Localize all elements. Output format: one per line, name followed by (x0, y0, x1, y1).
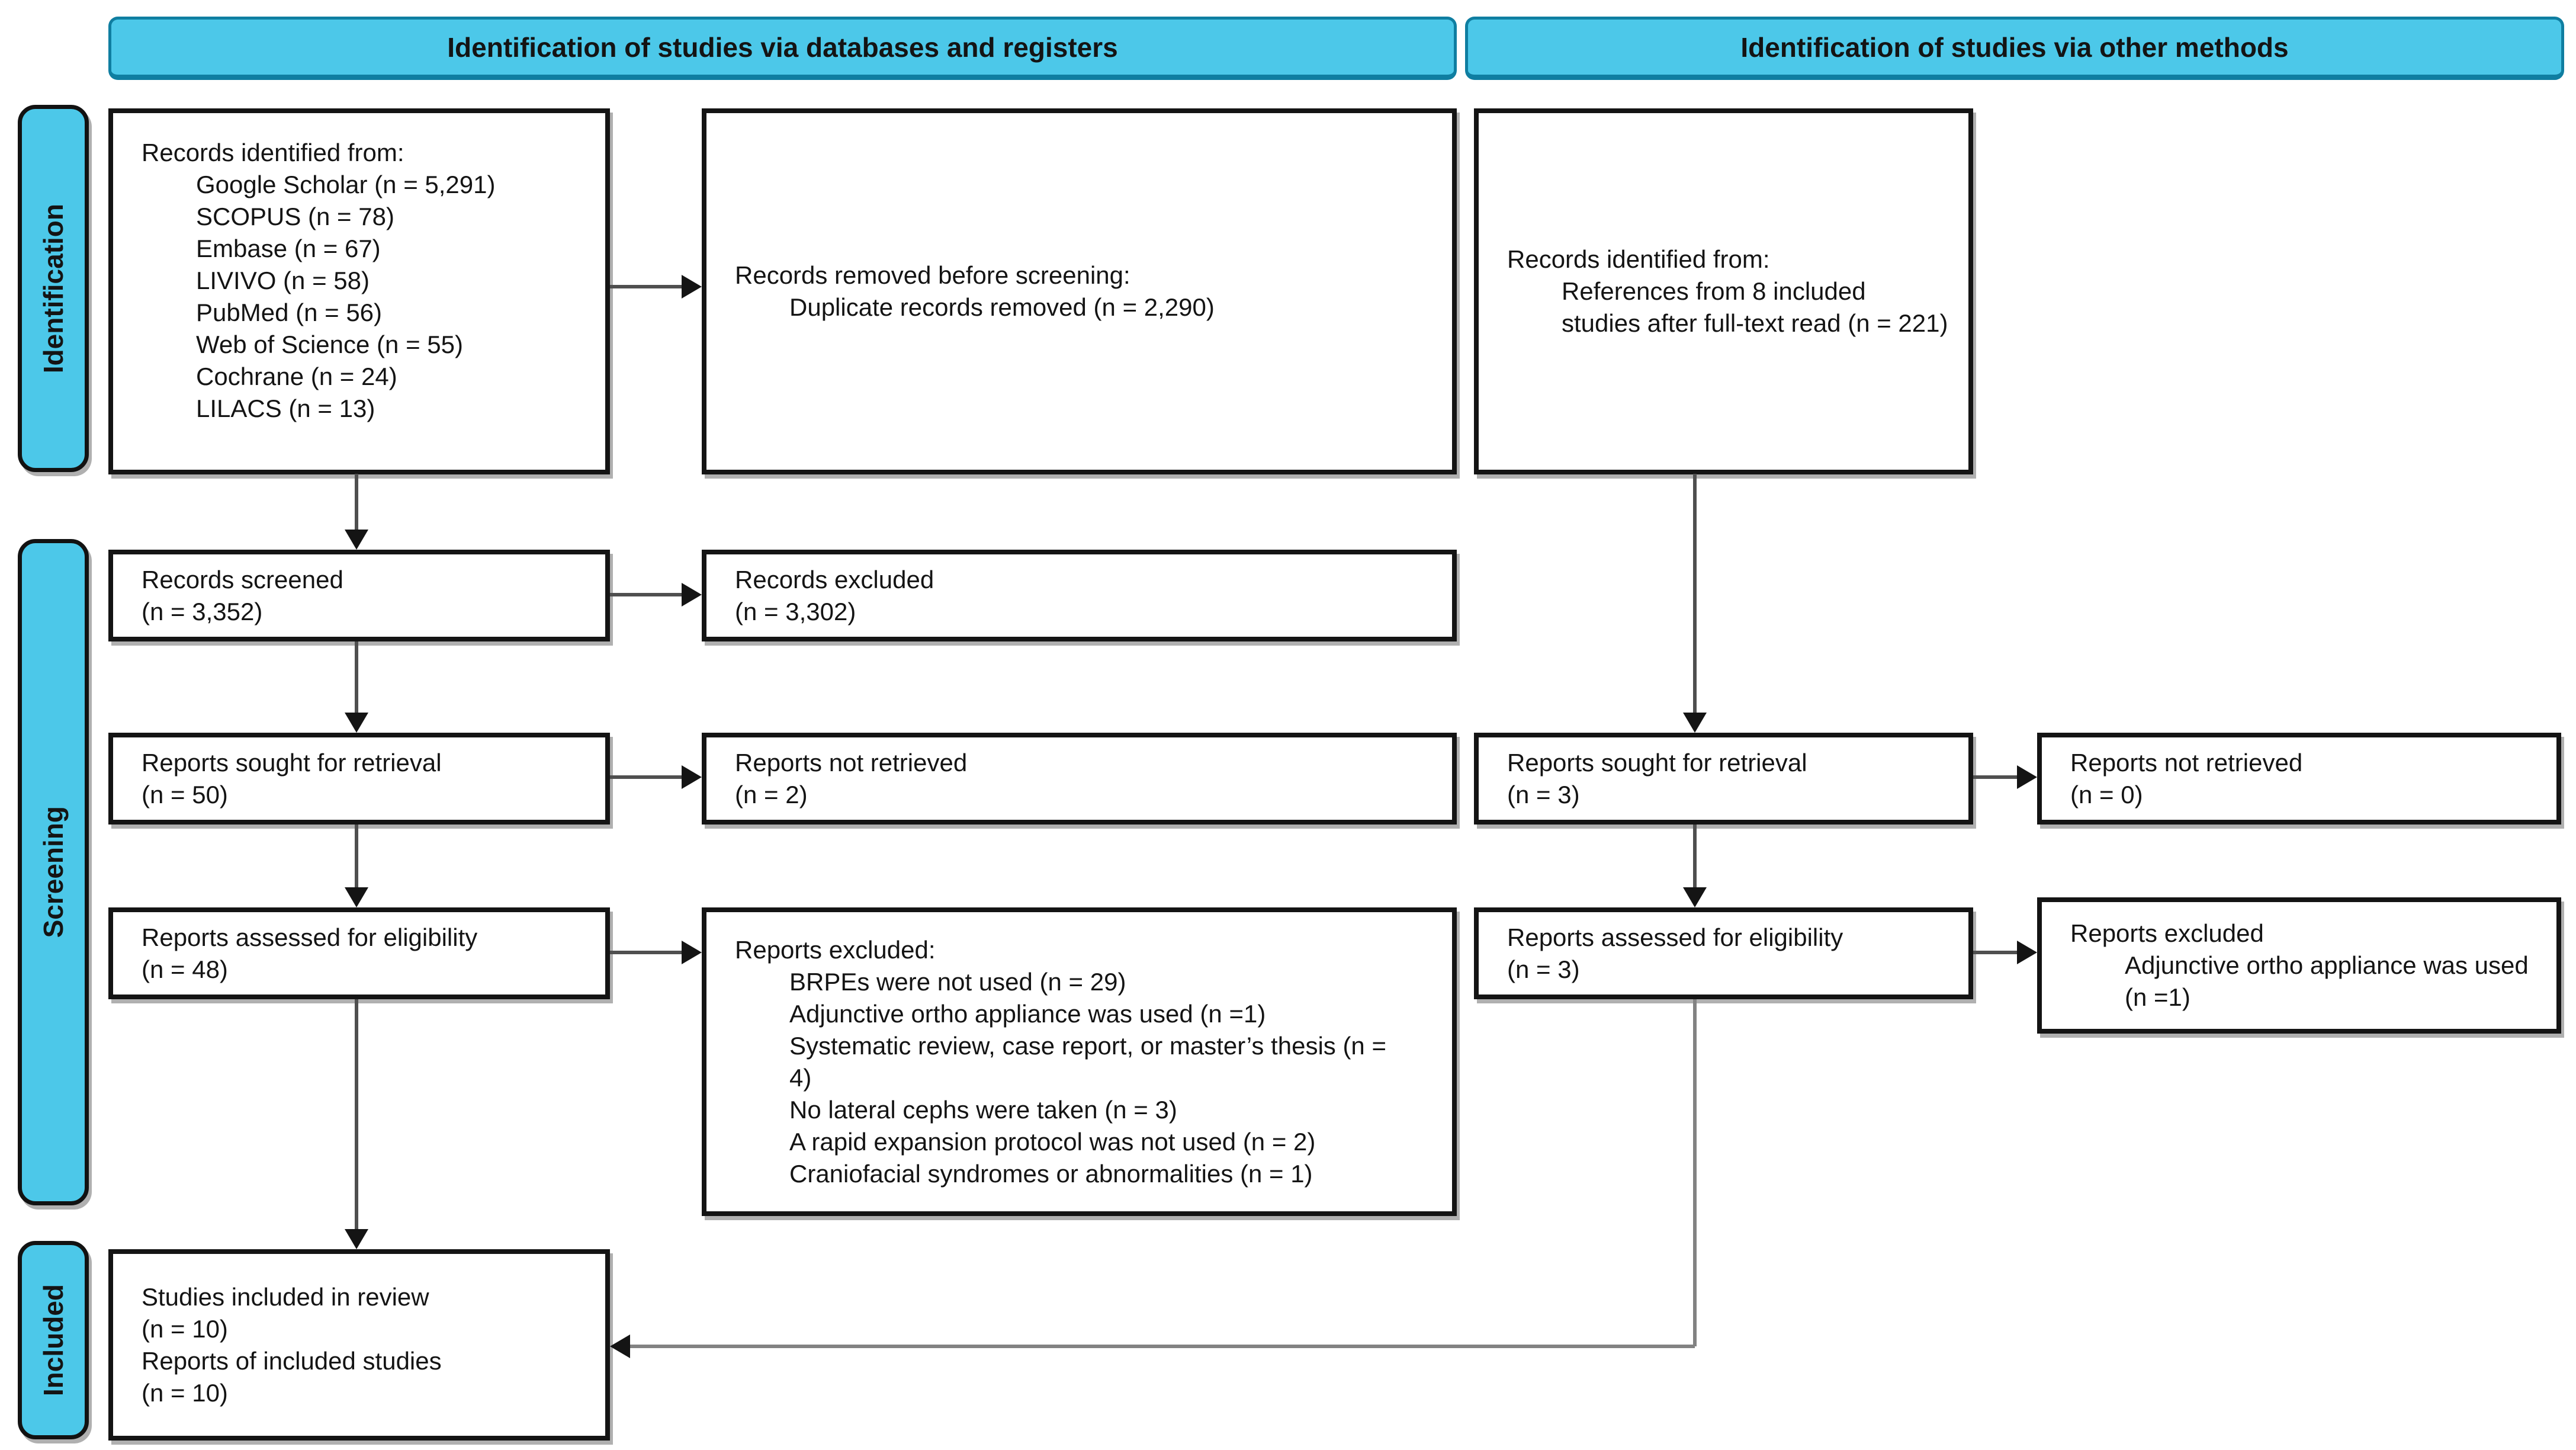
box-item: Adjunctive ortho appliance was used (n =… (789, 999, 1266, 1028)
box-line: (n = 50) (142, 780, 228, 809)
box-item: Embase (n = 67) (196, 235, 381, 262)
stage-label-included-text: Included (38, 1284, 69, 1397)
box-item: BRPEs were not used (n = 29) (789, 967, 1126, 996)
box-item: A rapid expansion protocol was not used … (789, 1127, 1316, 1156)
box-item: LIVIVO (n = 58) (196, 267, 370, 294)
box-item: Duplicate records removed (n = 2,290) (789, 293, 1215, 321)
box-item: LILACS (n = 13) (196, 394, 375, 422)
stage-label-identification-text: Identification (38, 203, 69, 374)
box-item: Systematic review, case report, or maste… (789, 1031, 1386, 1092)
box-reports-not-retrieved-other: Reports not retrieved (n = 0) (2037, 733, 2561, 825)
box-line: (n = 48) (142, 955, 228, 983)
box-line: Reports not retrieved (735, 748, 968, 777)
box-line: Reports sought for retrieval (1507, 748, 1807, 777)
box-item: Cochrane (n = 24) (196, 362, 397, 390)
box-line: (n = 3) (1507, 780, 1580, 809)
box-title: Records identified from: (142, 139, 404, 166)
box-reports-excluded-other: Reports excluded Adjunctive ortho applia… (2037, 897, 2561, 1034)
box-item: Craniofacial syndromes or abnormalities … (789, 1159, 1313, 1188)
box-item: Google Scholar (n = 5,291) (196, 171, 496, 198)
box-records-identified-databases: Records identified from: Google Scholar … (108, 108, 610, 474)
box-line: (n = 10) (142, 1314, 228, 1343)
box-line: (n = 0) (2070, 780, 2143, 809)
box-studies-included: Studies included in review (n = 10) Repo… (108, 1249, 610, 1441)
box-item: References from 8 included studies after… (1562, 277, 1948, 337)
box-line: Records screened (142, 565, 343, 594)
box-line: (n = 3,352) (142, 597, 263, 625)
box-reports-assessed-databases: Reports assessed for eligibility (n = 48… (108, 907, 610, 999)
box-records-screened: Records screened (n = 3,352) (108, 550, 610, 641)
box-reports-sought-other: Reports sought for retrieval (n = 3) (1474, 733, 1973, 825)
header-databases-registers: Identification of studies via databases … (108, 17, 1457, 80)
box-line: (n = 3,302) (735, 597, 856, 625)
box-records-removed: Records removed before screening: Duplic… (702, 108, 1457, 474)
box-title: Records identified from: (1507, 245, 1770, 273)
header-other-methods: Identification of studies via other meth… (1465, 17, 2564, 80)
stage-label-screening-text: Screening (38, 806, 69, 938)
box-records-identified-other: Records identified from: References from… (1474, 108, 1973, 474)
stage-label-identification: Identification (18, 105, 89, 472)
box-line: Reports assessed for eligibility (1507, 923, 1843, 951)
box-line: Studies included in review (142, 1282, 429, 1311)
stage-label-included: Included (18, 1241, 89, 1439)
box-line: Reports not retrieved (2070, 748, 2303, 777)
box-item: Web of Science (n = 55) (196, 331, 463, 358)
box-line: (n = 2) (735, 780, 808, 809)
box-records-excluded: Records excluded (n = 3,302) (702, 550, 1457, 641)
box-reports-sought-databases: Reports sought for retrieval (n = 50) (108, 733, 610, 825)
box-line: Records excluded (735, 565, 934, 594)
box-item: SCOPUS (n = 78) (196, 203, 394, 230)
box-title: Reports excluded (2070, 919, 2264, 947)
box-reports-not-retrieved-databases: Reports not retrieved (n = 2) (702, 733, 1457, 825)
header-databases-label: Identification of studies via databases … (447, 31, 1118, 63)
box-line: Reports of included studies (142, 1346, 442, 1375)
box-line: Reports assessed for eligibility (142, 923, 478, 951)
box-item: No lateral cephs were taken (n = 3) (789, 1095, 1177, 1124)
box-line: Reports sought for retrieval (142, 748, 442, 777)
box-line: (n = 3) (1507, 955, 1580, 983)
box-reports-excluded-databases: Reports excluded: BRPEs were not used (n… (702, 907, 1457, 1216)
box-item: Adjunctive ortho appliance was used (n =… (2125, 951, 2529, 1011)
box-title: Reports excluded: (735, 935, 936, 964)
box-line: (n = 10) (142, 1378, 228, 1407)
box-item: PubMed (n = 56) (196, 299, 383, 326)
stage-label-screening: Screening (18, 539, 89, 1205)
box-title: Records removed before screening: (735, 261, 1130, 289)
box-reports-assessed-other: Reports assessed for eligibility (n = 3) (1474, 907, 1973, 999)
header-other-label: Identification of studies via other meth… (1740, 31, 2289, 63)
